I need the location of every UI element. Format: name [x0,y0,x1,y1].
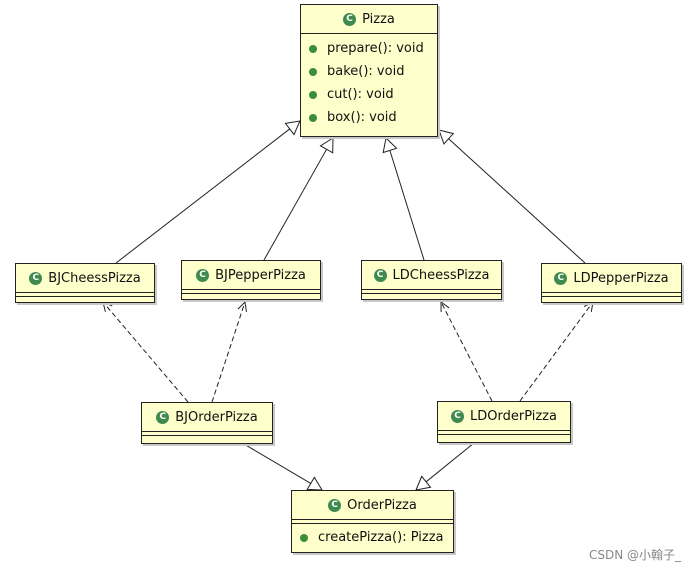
inheritance-arrowhead [415,475,432,491]
class-name: LDCheessPizza [392,267,490,283]
class-icon: C [451,409,464,423]
method-compartment [16,296,154,301]
class-ldorderpizza[interactable]: C LDOrderPizza [437,401,571,443]
attribute-compartment [16,292,154,296]
watermark: CSDN @小翰子_ [588,548,681,562]
public-method-icon [300,533,308,542]
class-name: OrderPizza [347,497,417,513]
method-list: prepare(): void bake(): void cut(): void… [301,33,437,131]
class-bjpepperpizza[interactable]: C BJPepperPizza [181,260,321,300]
class-icon: C [156,410,170,424]
class-header: C LDCheessPizza [362,261,501,289]
method-compartment [438,434,570,439]
public-method-icon [309,90,317,99]
attribute-compartment [362,289,501,293]
class-icon: C [554,271,568,285]
class-name: BJOrderPizza [175,409,258,425]
attribute-compartment [438,430,570,434]
class-icon: C [343,12,357,26]
method-signature: createPizza(): Pizza [318,530,444,545]
class-icon: C [196,268,210,282]
class-name: LDPepperPizza [573,270,669,286]
class-name: BJCheessPizza [48,270,141,286]
attribute-compartment [292,519,453,523]
method-compartment [362,293,501,298]
attribute-compartment [542,292,681,296]
class-header: C Pizza [301,5,437,33]
class-icon: C [328,498,342,512]
method-item: bake(): void [301,60,437,83]
public-method-icon [309,44,317,53]
public-method-icon [309,113,317,122]
attribute-compartment [142,431,272,435]
method-signature: prepare(): void [327,41,424,56]
class-header: C OrderPizza [292,491,453,519]
method-compartment [142,435,272,440]
attribute-compartment [182,289,320,293]
inheritance-arrowhead [306,476,323,491]
inheritance-arrowhead [438,129,455,145]
method-item: cut(): void [301,83,437,106]
dependency-line [519,301,594,402]
class-icon: C [373,268,387,282]
inheritance-arrowhead [319,137,334,154]
class-ldcheesspizza[interactable]: C LDCheessPizza [361,260,502,300]
dependency-line [211,301,246,403]
dependency-arrowhead [237,300,247,313]
inheritance-line [448,138,586,264]
method-signature: box(): void [327,110,397,125]
class-header: C LDPepperPizza [542,264,681,292]
dependency-line [102,301,189,403]
method-item: prepare(): void [301,37,437,60]
class-header: C BJCheessPizza [16,264,154,292]
method-signature: bake(): void [327,64,405,79]
dependency-arrowhead [440,301,450,313]
method-item: box(): void [301,106,437,129]
method-signature: cut(): void [327,87,394,102]
inheritance-arrowhead [382,136,398,154]
class-header: C BJPepperPizza [182,261,320,289]
dependency-line [440,301,493,402]
inheritance-line [243,443,312,484]
inheritance-arrowhead [284,120,301,136]
inheritance-line [263,149,328,261]
inheritance-line [425,442,475,483]
class-bjcheesspizza[interactable]: C BJCheessPizza [15,263,155,303]
class-ldpepperpizza[interactable]: C LDPepperPizza [541,263,682,303]
class-header: C BJOrderPizza [142,403,272,431]
inheritance-line [389,150,425,261]
method-compartment [542,296,681,301]
class-name: BJPepperPizza [215,267,306,283]
class-name: LDOrderPizza [470,408,557,424]
method-item: createPizza(): Pizza [292,526,453,549]
method-list: createPizza(): Pizza [292,523,453,551]
public-method-icon [309,67,317,76]
inheritance-line [115,128,291,264]
class-header: C LDOrderPizza [438,402,570,430]
class-orderpizza[interactable]: C OrderPizza createPizza(): Pizza [291,490,454,553]
class-pizza[interactable]: C Pizza prepare(): void bake(): void cut… [300,4,438,137]
class-icon: C [29,271,43,285]
class-name: Pizza [362,11,395,27]
method-compartment [182,293,320,298]
class-bjorderpizza[interactable]: C BJOrderPizza [141,402,273,444]
